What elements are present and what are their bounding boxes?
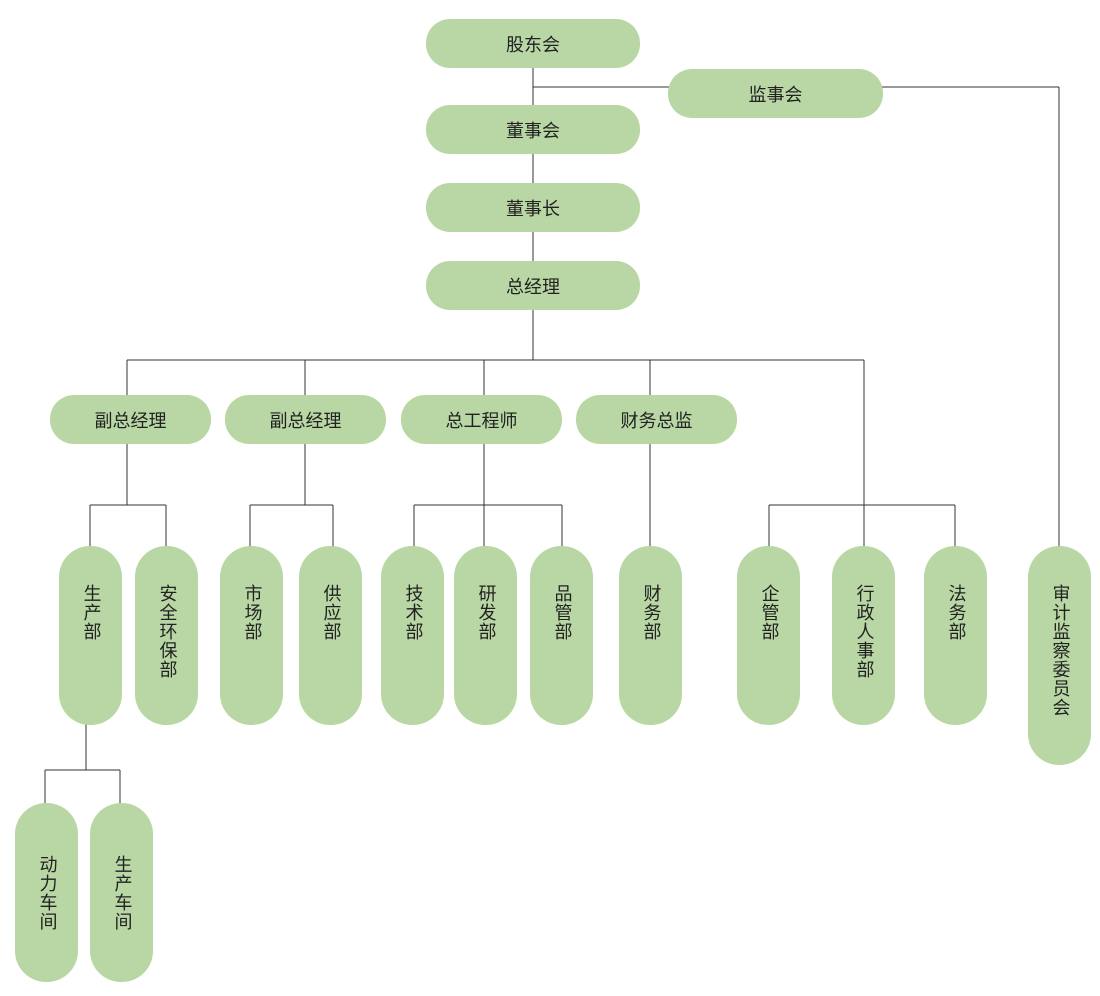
tech-dept-node: 技术部 xyxy=(381,546,444,725)
general-manager-label: 总经理 xyxy=(506,276,560,298)
chief-engineer-label: 总工程师 xyxy=(445,410,518,432)
cfo-label: 财务总监 xyxy=(620,410,693,432)
shareholders-label: 股东会 xyxy=(506,34,560,56)
cfo-node: 财务总监 xyxy=(576,395,737,444)
safety-env-dept-node: 安全环保部 xyxy=(135,546,198,725)
admin-hr-dept-label: 行政人事部 xyxy=(853,584,875,679)
shareholders-node: 股东会 xyxy=(426,19,640,68)
safety-env-dept-label: 安全环保部 xyxy=(156,584,178,679)
deputy-gm-2-label: 副总经理 xyxy=(269,410,342,432)
finance-dept-node: 财务部 xyxy=(619,546,682,725)
marketing-dept-node: 市场部 xyxy=(220,546,283,725)
rd-dept-label: 研发部 xyxy=(475,584,497,641)
marketing-dept-label: 市场部 xyxy=(241,584,263,641)
board-label: 董事会 xyxy=(506,120,560,142)
board-node: 董事会 xyxy=(426,105,640,154)
deputy-gm-2-node: 副总经理 xyxy=(225,395,386,444)
audit-committee-node: 审计监察委员会 xyxy=(1028,546,1091,765)
quality-dept-label: 品管部 xyxy=(551,584,573,641)
production-workshop-label: 生产车间 xyxy=(111,855,133,931)
production-workshop-node: 生产车间 xyxy=(90,803,153,982)
tech-dept-label: 技术部 xyxy=(402,584,424,641)
supply-dept-node: 供应部 xyxy=(299,546,362,725)
audit-committee-label: 审计监察委员会 xyxy=(1049,584,1071,717)
supply-dept-label: 供应部 xyxy=(320,584,342,641)
production-dept-node: 生产部 xyxy=(59,546,122,725)
chairman-node: 董事长 xyxy=(426,183,640,232)
enterprise-mgmt-dept-node: 企管部 xyxy=(737,546,800,725)
legal-dept-label: 法务部 xyxy=(945,584,967,641)
general-manager-node: 总经理 xyxy=(426,261,640,310)
deputy-gm-1-node: 副总经理 xyxy=(50,395,211,444)
power-workshop-label: 动力车间 xyxy=(36,855,58,931)
rd-dept-node: 研发部 xyxy=(454,546,517,725)
production-dept-label: 生产部 xyxy=(80,584,102,641)
legal-dept-node: 法务部 xyxy=(924,546,987,725)
quality-dept-node: 品管部 xyxy=(530,546,593,725)
admin-hr-dept-node: 行政人事部 xyxy=(832,546,895,725)
enterprise-mgmt-dept-label: 企管部 xyxy=(758,584,780,641)
finance-dept-label: 财务部 xyxy=(640,584,662,641)
deputy-gm-1-label: 副总经理 xyxy=(94,410,167,432)
chief-engineer-node: 总工程师 xyxy=(401,395,562,444)
chairman-label: 董事长 xyxy=(506,198,560,220)
power-workshop-node: 动力车间 xyxy=(15,803,78,982)
supervisory-board-node: 监事会 xyxy=(668,69,883,118)
supervisory-board-label: 监事会 xyxy=(748,84,803,106)
